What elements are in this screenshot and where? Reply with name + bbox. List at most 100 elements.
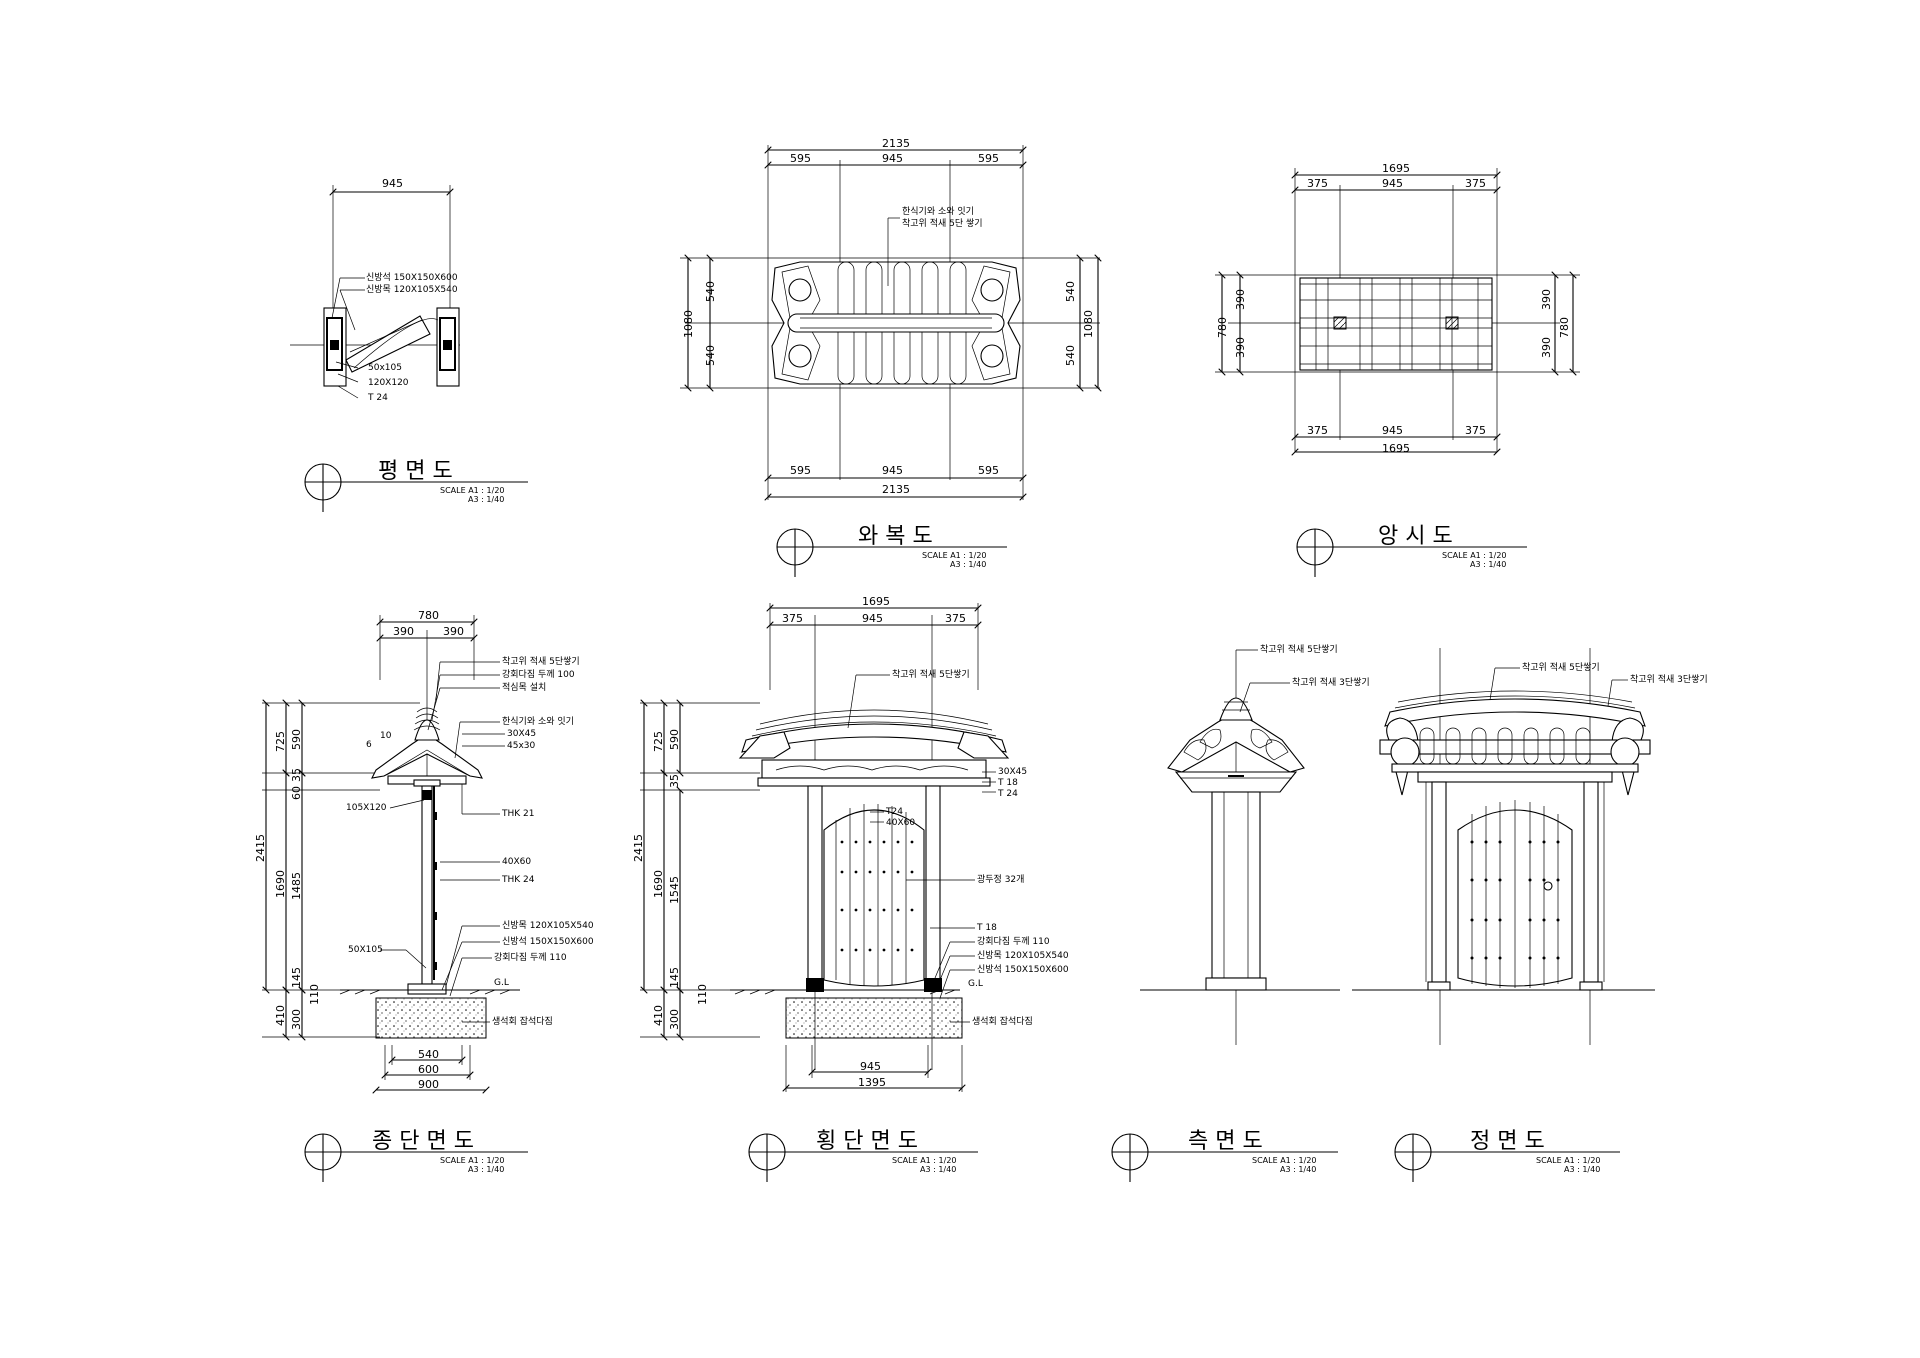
long-section-title: 종 단 면 도 [372, 1129, 474, 1154]
ls-note-3: 적심목 설치 [502, 681, 546, 693]
cs-dim-h-590: 590 [668, 729, 681, 750]
bottom-dim-depth-right: 780 [1558, 317, 1571, 338]
cs-dim-h-body: 1690 [652, 870, 665, 898]
ls-dim-h-1485: 1485 [290, 872, 303, 900]
cs-dim-h-1545: 1545 [668, 876, 681, 904]
cs-note-11: 신방석 150X150X600 [977, 964, 1069, 975]
side-elevation-title: 측 면 도 [1188, 1129, 1263, 1154]
cs-note-4: T 24 [997, 789, 1018, 799]
long-section-view: 780 390 390 2415 725 1690 410 590 35 60 … [254, 609, 594, 1182]
front-elevation-scale-a3: A3 : 1/40 [1564, 1165, 1600, 1174]
se-note-2: 착고위 적새 3단쌓기 [1292, 676, 1370, 688]
bottom-dim-seg1-bot: 375 [1307, 424, 1328, 437]
bottom-dim-total-top: 1695 [1382, 162, 1410, 175]
bottom-dim-depth-left: 780 [1216, 317, 1229, 338]
plan-note-1: 신방석 150X150X600 [366, 272, 458, 283]
plan-note-3: 50x105 [368, 363, 402, 373]
long-section-scale-a3: A3 : 1/40 [468, 1165, 504, 1174]
ls-note-8: THK 21 [501, 809, 534, 819]
cross-section-scale-a3: A3 : 1/40 [920, 1165, 956, 1174]
ls-note-15: G.L [494, 978, 509, 988]
roof-dim-seg2-bot: 945 [882, 464, 903, 477]
plan-dim-width: 945 [382, 177, 403, 190]
cs-dim-h-ground: 410 [652, 1005, 665, 1026]
roof-dim-half1-left: 540 [704, 281, 717, 302]
ls-dim-h-590: 590 [290, 729, 303, 750]
roof-dim-half1-right: 540 [1064, 281, 1077, 302]
cs-note-6: 40X60 [886, 818, 915, 828]
ls-dim-h-body: 1690 [274, 870, 287, 898]
roof-dim-half2-left: 540 [704, 345, 717, 366]
ls-dim-h-roof: 725 [274, 731, 287, 752]
roof-dim-seg3-top: 595 [978, 152, 999, 165]
cross-section-title: 횡 단 면 도 [816, 1129, 918, 1154]
ls-dim-small6: 6 [366, 740, 372, 750]
ls-dim-h-ground: 410 [274, 1005, 287, 1026]
cs-note-5: T24 [885, 807, 903, 817]
long-section-scale-a1: SCALE A1 : 1/20 [440, 1156, 505, 1165]
ls-dim-h-300: 300 [290, 1009, 303, 1030]
bottom-dim-seg1-top: 375 [1307, 177, 1328, 190]
roof-plan-scale-a3: A3 : 1/40 [950, 560, 986, 569]
side-elevation-scale-a3: A3 : 1/40 [1280, 1165, 1316, 1174]
bottom-dim-total-bot: 1695 [1382, 442, 1410, 455]
roof-dim-seg2-top: 945 [882, 152, 903, 165]
ls-dim-b540: 540 [418, 1048, 439, 1061]
cs-note-2: 30X45 [998, 767, 1027, 777]
roof-dim-seg1-top: 595 [790, 152, 811, 165]
ls-dim-top: 780 [418, 609, 439, 622]
cs-dim-seg3: 375 [945, 612, 966, 625]
ls-dim-top-half2: 390 [443, 625, 464, 638]
front-elevation-title: 정 면 도 [1470, 1129, 1545, 1154]
cs-note-3: T 18 [997, 778, 1018, 788]
bottom-dim-half2-left: 390 [1234, 337, 1247, 358]
roof-dim-total-top: 2135 [882, 137, 910, 150]
roof-dim-half2-right: 540 [1064, 345, 1077, 366]
roof-plan-view: 2135 595 945 595 595 945 595 2135 1080 5… [680, 137, 1100, 577]
ls-note-4: 한식기와 소와 잇기 [502, 715, 574, 727]
cs-note-10: 신방목 120X105X540 [977, 950, 1069, 961]
plan-scale-a1: SCALE A1 : 1/20 [440, 486, 505, 495]
roof-plan-title: 와 복 도 [858, 524, 933, 549]
ls-note-10: THK 24 [501, 875, 535, 885]
ls-note-5: 30X45 [507, 729, 536, 739]
bottom-plan-view: 1695 375 945 375 375 945 375 1695 780 39… [1215, 162, 1580, 577]
plan-scale-a3: A3 : 1/40 [468, 495, 504, 504]
roof-dim-depth-left: 1080 [682, 310, 695, 338]
bottom-dim-seg3-top: 375 [1465, 177, 1486, 190]
cs-note-1: 착고위 적새 5단쌓기 [892, 668, 970, 680]
cross-section-view: 1695 375 945 375 2415 725 1690 410 590 3… [632, 595, 1069, 1182]
side-elevation-scale-a1: SCALE A1 : 1/20 [1252, 1156, 1317, 1165]
ls-dim-h-60: 60 [290, 786, 303, 800]
cs-note-7: 광두정 32개 [977, 873, 1024, 885]
side-elevation-view: 착고위 적새 5단쌓기 착고위 적새 3단쌓기 측 면 도 SCALE A1 :… [1111, 643, 1370, 1182]
ls-note-16: 생석회 잡석다짐 [492, 1015, 553, 1027]
front-elevation-view: 착고위 적새 5단쌓기 착고위 적새 3단쌓기 정 면 도 SCALE A1 :… [1352, 648, 1708, 1182]
plan-note-4: 120X120 [368, 378, 409, 388]
cross-section-scale-a1: SCALE A1 : 1/20 [892, 1156, 957, 1165]
cs-note-13: 생석회 잡석다짐 [972, 1015, 1033, 1027]
cs-note-12: G.L [968, 979, 983, 989]
bottom-plan-scale-a1: SCALE A1 : 1/20 [1442, 551, 1507, 560]
ls-dim-top-half1: 390 [393, 625, 414, 638]
roof-dim-total-bot: 2135 [882, 483, 910, 496]
ls-dim-h-35: 35 [290, 768, 303, 782]
plan-note-2: 신방목 120X105X540 [366, 284, 458, 295]
bottom-dim-half1-left: 390 [1234, 289, 1247, 310]
cs-dim-h-145: 145 [668, 967, 681, 988]
ls-note-13: 강회다짐 두께 110 [494, 952, 567, 963]
cs-dim-h-110: 110 [696, 984, 709, 1005]
cs-dim-seg2: 945 [862, 612, 883, 625]
bottom-dim-seg3-bot: 375 [1465, 424, 1486, 437]
ls-dim-b900: 900 [418, 1078, 439, 1091]
roof-note-1: 한식기와 소와 잇기 [902, 205, 974, 217]
bottom-plan-title: 앙 시 도 [1378, 524, 1453, 549]
ls-note-1: 착고위 적새 5단쌓기 [502, 655, 580, 667]
cs-dim-b1395: 1395 [858, 1076, 886, 1089]
bottom-dim-seg2-top: 945 [1382, 177, 1403, 190]
roof-dim-seg3-bot: 595 [978, 464, 999, 477]
cs-dim-seg1: 375 [782, 612, 803, 625]
cs-dim-h-35: 35 [668, 774, 681, 788]
ls-dim-h-total: 2415 [254, 834, 267, 862]
plan-view: 945 신방석 150X150X600 신방목 120X105X540 50x1… [290, 177, 528, 512]
